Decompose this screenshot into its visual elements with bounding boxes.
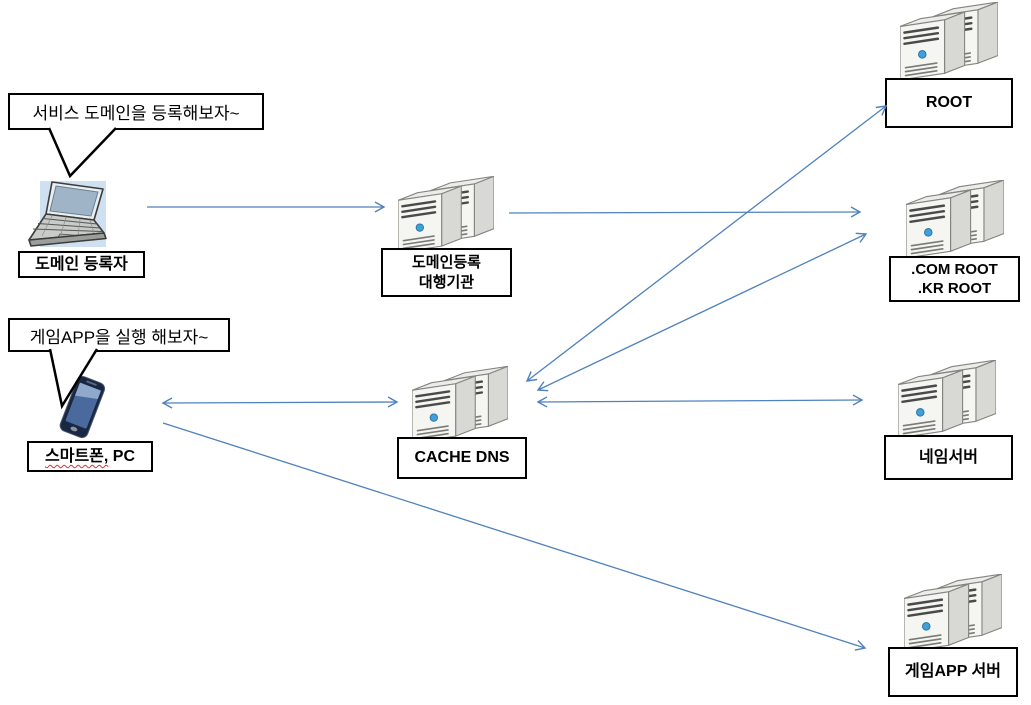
label-domain-registrar: 도메인등록 대행기관 (381, 248, 512, 297)
server-pair-icon-com-kr-root (906, 180, 1004, 258)
server-pair-icon-game-app-server (904, 574, 1002, 652)
label-name-server: 네임서버 (884, 435, 1013, 480)
server-pair-icon-cache-dns (412, 366, 508, 443)
label-domain-registrant-text: 도메인 등록자 (35, 255, 128, 273)
label-kr-root-line: .KR ROOT (917, 280, 992, 297)
arrow-smartphone-cache-dns (161, 396, 399, 409)
server-pair-icon-registrar (398, 176, 494, 253)
label-game-app-server: 게임APP 서버 (888, 647, 1018, 697)
label-domain-registrant: 도메인 등록자 (18, 251, 145, 278)
label-pc-text: PC (108, 447, 135, 465)
label-domain-registrar-line2: 대행기관 (418, 273, 475, 291)
label-smartphone-text: 스마트폰, (45, 447, 109, 465)
speech-bubble-run-game-app: 게임APP을 실행 해보자~ (8, 318, 230, 352)
arrow-cache-dns-name-server (536, 394, 864, 408)
bubble-tail-register-domain (47, 127, 117, 179)
server-pair-icon-root (900, 2, 998, 80)
label-root-text: ROOT (925, 94, 973, 112)
label-com-root-line: .COM ROOT (911, 260, 998, 278)
label-game-app-server-text: 게임APP 서버 (905, 663, 1001, 681)
label-com-kr-root: .COM ROOT .KR ROOT (889, 256, 1020, 302)
smartphone-icon (59, 376, 106, 439)
speech-bubble-register-domain: 서비스 도메인을 등록해보자~ (8, 93, 264, 130)
label-root: ROOT (885, 78, 1013, 128)
arrow-cache-dns-root (525, 105, 888, 382)
label-domain-registrar-line1: 도메인등록 (411, 254, 481, 271)
server-pair-icon-name-server (898, 360, 996, 438)
speech-bubble-register-domain-text: 서비스 도메인을 등록해보자~ (32, 104, 240, 123)
laptop-icon (28, 181, 107, 247)
speech-bubble-run-game-app-text: 게임APP을 실행 해보자~ (29, 327, 209, 347)
label-name-server-text: 네임서버 (919, 448, 978, 466)
arrow-cache-dns-com-kr-root (536, 232, 868, 392)
label-cache-dns-text: CACHE DNS (414, 449, 510, 467)
label-smartphone-pc: 스마트폰, PC (27, 441, 153, 472)
label-cache-dns: CACHE DNS (397, 437, 527, 479)
arrow-registrar-to-com-kr-root (508, 206, 862, 218)
